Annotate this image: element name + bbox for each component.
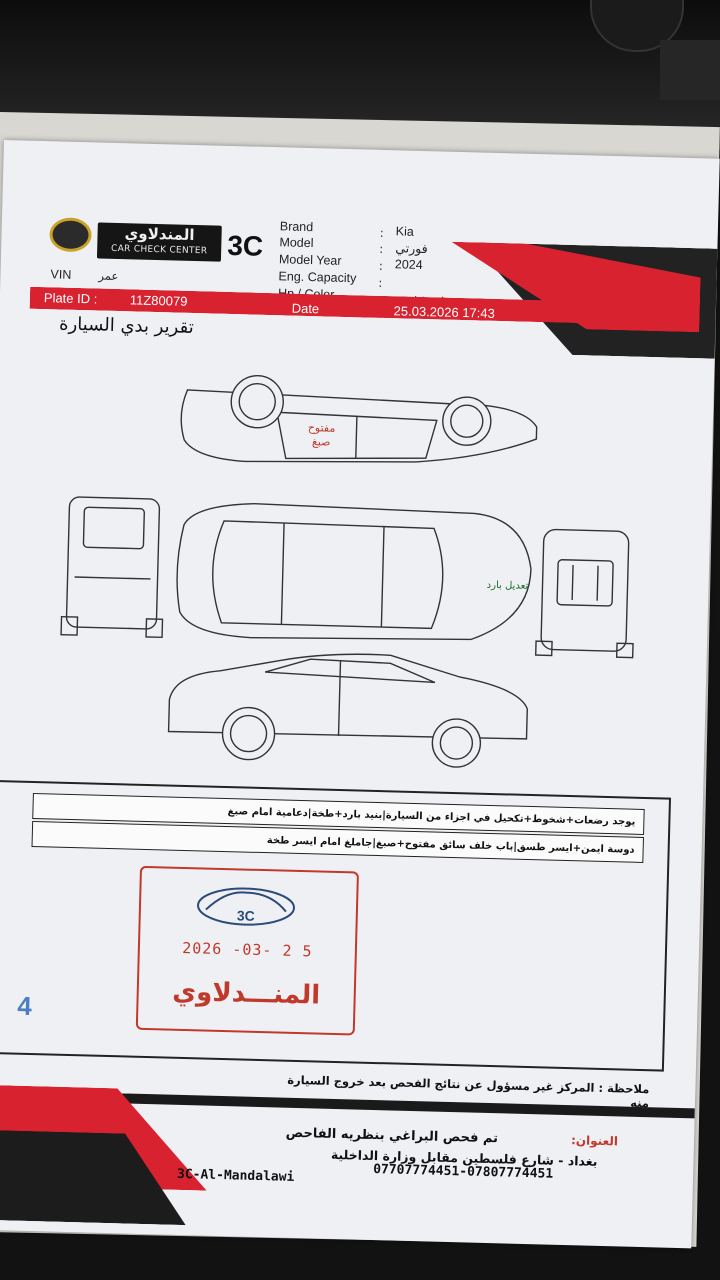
- roof-note-2: صبغ: [312, 435, 331, 448]
- center-stamp: 3C 2026 -03- 2 5 المنـــدلاوي: [135, 865, 359, 1036]
- year-value: 2024: [394, 257, 423, 273]
- inspection-report-page: المندلاوي CAR CHECK CENTER 3C Brand Mode…: [0, 140, 720, 1249]
- page-number: 4: [16, 990, 33, 1022]
- vin-label: VIN: [50, 267, 72, 282]
- footer-address-label: العنوان:: [570, 1133, 619, 1149]
- date-label: Date: [291, 300, 320, 317]
- logo-english: CAR CHECK CENTER: [110, 243, 208, 257]
- model-value: فورتي: [395, 241, 428, 257]
- footer-inspected: تم فحص البراغي بنظريه الفاحص: [285, 1125, 499, 1147]
- car-front: [534, 528, 634, 659]
- logo-3c: 3C: [226, 229, 264, 262]
- plate-label: Plate ID :: [43, 290, 98, 307]
- logo-badge-icon: [49, 217, 92, 253]
- brand-value: Kia: [395, 224, 414, 239]
- stamp-logo-text: 3C: [237, 907, 255, 923]
- brand-label: Brand: [279, 219, 314, 235]
- background-panel: [660, 40, 720, 100]
- stamp-name: المنـــدلاوي: [171, 976, 321, 1011]
- plate-value: 11Z80079: [129, 292, 188, 309]
- model-label: Model: [279, 235, 314, 251]
- stamp-date: 2026 -03- 2 5: [181, 938, 313, 961]
- car-side-bottom: [167, 653, 528, 768]
- car-side-top: [180, 375, 538, 463]
- car-diagram: مفتوح صبغ تعديل بارد: [60, 375, 634, 768]
- front-note: تعديل بارد: [487, 580, 529, 592]
- vin-value: عمر: [98, 270, 119, 284]
- capacity-label: Eng. Capacity: [278, 269, 357, 286]
- stamp-car-logo-icon: 3C: [197, 887, 296, 926]
- car-rear: [60, 496, 164, 639]
- report-title: تقرير بدي السيارة: [58, 313, 194, 339]
- date-value: 25.03.2026 17:43: [393, 303, 496, 321]
- logo-arabic: المندلاوي: [124, 224, 195, 245]
- roof-note: مفتوح: [308, 421, 336, 435]
- year-label: Model Year: [278, 252, 342, 268]
- logo-box: المندلاوي CAR CHECK CENTER: [96, 222, 222, 262]
- car-top-view: [176, 502, 532, 641]
- footer-handle: 3C-Al-Mandalawi: [176, 1166, 295, 1185]
